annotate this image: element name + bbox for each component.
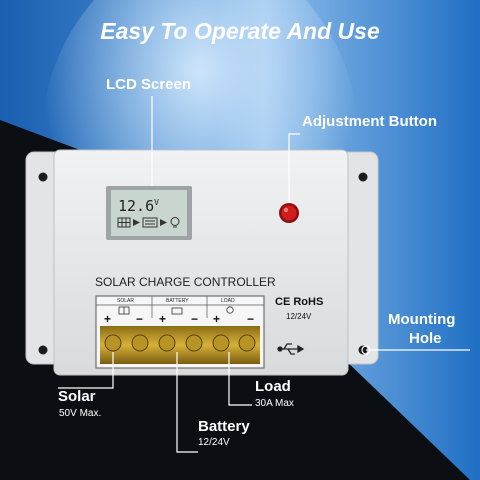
callout-mounting: Mounting xyxy=(388,311,456,328)
bulb-icon xyxy=(170,217,180,228)
terminal-screws-strip xyxy=(100,326,260,364)
device-title: SOLAR CHARGE CONTROLLER xyxy=(95,275,276,289)
terminal-header-solar: SOLAR xyxy=(117,298,134,304)
callout-load-spec: 30A Max xyxy=(255,398,294,409)
mounting-hole-icon xyxy=(38,172,48,182)
adjustment-button xyxy=(281,205,297,221)
polarity-battery-plus: + xyxy=(159,312,167,326)
callout-adjustment-button: Adjustment Button xyxy=(302,113,437,130)
device-voltage: 12/24V xyxy=(286,312,312,321)
terminal-header-load: LOAD xyxy=(221,298,235,304)
polarity-load-plus: + xyxy=(213,312,221,326)
mounting-hole-icon xyxy=(38,345,48,355)
battery-icon xyxy=(142,217,158,228)
terminal-header-solar-icon xyxy=(118,306,130,315)
callout-lcd-screen: LCD Screen xyxy=(106,76,192,93)
polarity-battery-minus: − xyxy=(191,312,199,326)
terminal-header-battery-icon xyxy=(171,307,183,315)
callout-load: Load xyxy=(255,378,291,395)
callout-battery-spec: 12/24V xyxy=(198,437,230,448)
mounting-hole-icon xyxy=(358,172,368,182)
arrow-icon xyxy=(160,219,167,226)
terminal-header-bulb-icon xyxy=(226,306,234,314)
mounting-hole-icon xyxy=(358,345,368,355)
lcd-reading: 12.6V xyxy=(118,197,159,215)
solar-panel-icon xyxy=(117,217,131,228)
callout-solar: Solar xyxy=(58,388,96,405)
polarity-solar-plus: + xyxy=(104,312,112,326)
polarity-load-minus: − xyxy=(247,312,255,326)
arrow-icon xyxy=(133,219,140,226)
callout-hole: Hole xyxy=(409,330,442,347)
headline: Easy To Operate And Use xyxy=(100,18,380,44)
charge-controller xyxy=(25,149,379,376)
terminal-header-battery: BATTERY xyxy=(166,298,189,304)
cert-mark: CE RoHS xyxy=(275,296,324,308)
callout-lines xyxy=(58,96,470,453)
lcd-display xyxy=(111,190,187,236)
terminal-screws xyxy=(104,334,256,352)
polarity-solar-minus: − xyxy=(136,312,144,326)
callout-battery: Battery xyxy=(198,418,250,435)
usb-icon xyxy=(277,343,305,355)
callout-solar-spec: 50V Max. xyxy=(59,408,102,419)
